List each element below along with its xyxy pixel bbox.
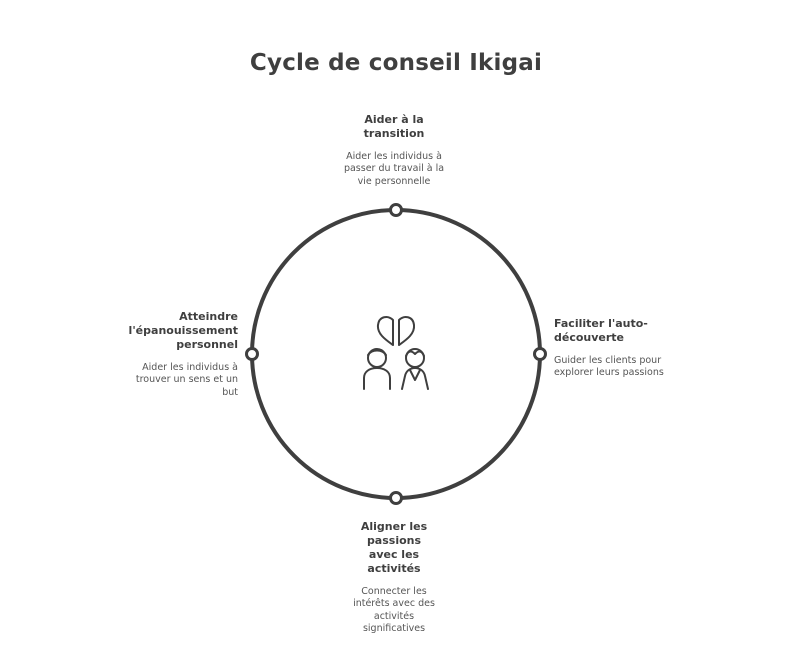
stage-left: Atteindre l'épanouissement personnel Aid… [118, 310, 238, 399]
stage-bottom-heading: Aligner les passions avec les activités [360, 520, 428, 575]
stage-bottom: Aligner les passions avec les activités … [334, 520, 454, 636]
two-people-hearts-icon [363, 316, 429, 390]
stage-marker-left [245, 347, 259, 361]
stage-top-description: Aider les individus à passer du travail … [343, 151, 445, 187]
stage-top-heading: Aider à la transition [363, 113, 425, 140]
stage-right-description: Guider les clients pour explorer leurs p… [554, 355, 664, 379]
stage-top: Aider à la transition Aider les individu… [334, 113, 454, 188]
stage-left-heading: Atteindre l'épanouissement personnel [128, 310, 238, 351]
stage-marker-right [533, 347, 547, 361]
stage-left-description: Aider les individus à trouver un sens et… [135, 362, 238, 398]
stage-right-heading: Faciliter l'auto-découverte [554, 317, 648, 344]
stage-marker-bottom [389, 491, 403, 505]
stage-marker-top [389, 203, 403, 217]
stage-right: Faciliter l'auto-découverte Guider les c… [554, 317, 664, 380]
page-title: Cycle de conseil Ikigai [249, 50, 543, 76]
cycle-ring [250, 208, 542, 500]
stage-bottom-description: Connecter les intérêts avec des activité… [353, 586, 435, 635]
